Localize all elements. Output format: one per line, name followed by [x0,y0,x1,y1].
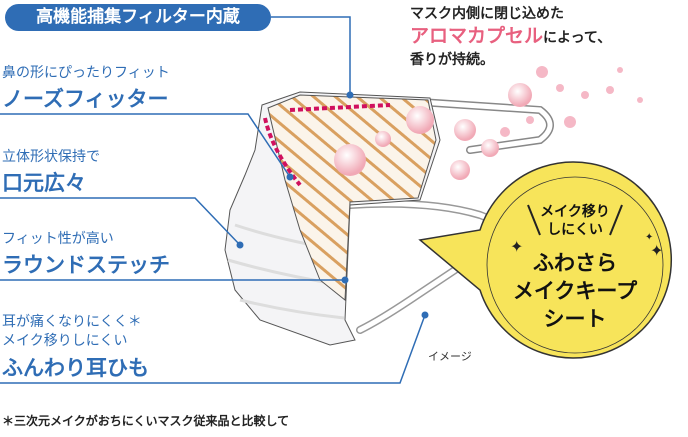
image-note: イメージ [428,350,472,363]
nose-fitter-stitch [263,103,391,187]
feature-sub: 立体形状保持で [2,149,100,165]
aroma-capsules [334,83,532,180]
aroma-rest: によって、 [543,30,612,46]
feature-title: ノーズフィッター [2,87,169,111]
header-pill: 高機能捕集フィルター内蔵 [5,4,271,31]
svg-text:✦: ✦ [510,237,523,256]
bubble-small: しにくい [547,222,603,238]
bubble-small: メイク移り [540,204,610,220]
feature-title: ラウンドステッチ [2,253,170,277]
footnote: ＊三次元メイクがおちにくいマスク従来品と比較して [2,414,290,428]
feature-sub: フィット性が高い [2,231,114,247]
feature-sub: 鼻の形にぴったりフィット [2,65,170,81]
speech-bubble [418,161,673,359]
svg-text:✦: ✦ [645,232,653,243]
svg-text:✦: ✦ [650,241,663,260]
sparkle-icon: ✦✦✦ [510,232,663,260]
callout-dot [236,91,429,319]
bubble-title: シート [543,307,607,331]
feature-sub: メイク移りしにくい [2,333,128,349]
sakura-icon [500,66,643,137]
filter-layer [267,94,437,302]
aroma-highlight: アロマカプセル [410,25,544,47]
bubble-title: ふわさら [533,251,617,275]
feature-title: ふんわり耳ひも [2,356,149,380]
aroma-line3: 香りが持続。 [410,52,494,68]
aroma-line2: アロマカプセルによって、 [410,21,611,48]
feature-title: 口元広々 [2,171,86,195]
bubble-title: メイクキープ [512,279,638,303]
feature-sub: 耳が痛くなりにくく＊ [2,314,142,330]
leader-lines [0,16,426,384]
aroma-line1: マスク内側に閉じ込めた [410,6,564,22]
